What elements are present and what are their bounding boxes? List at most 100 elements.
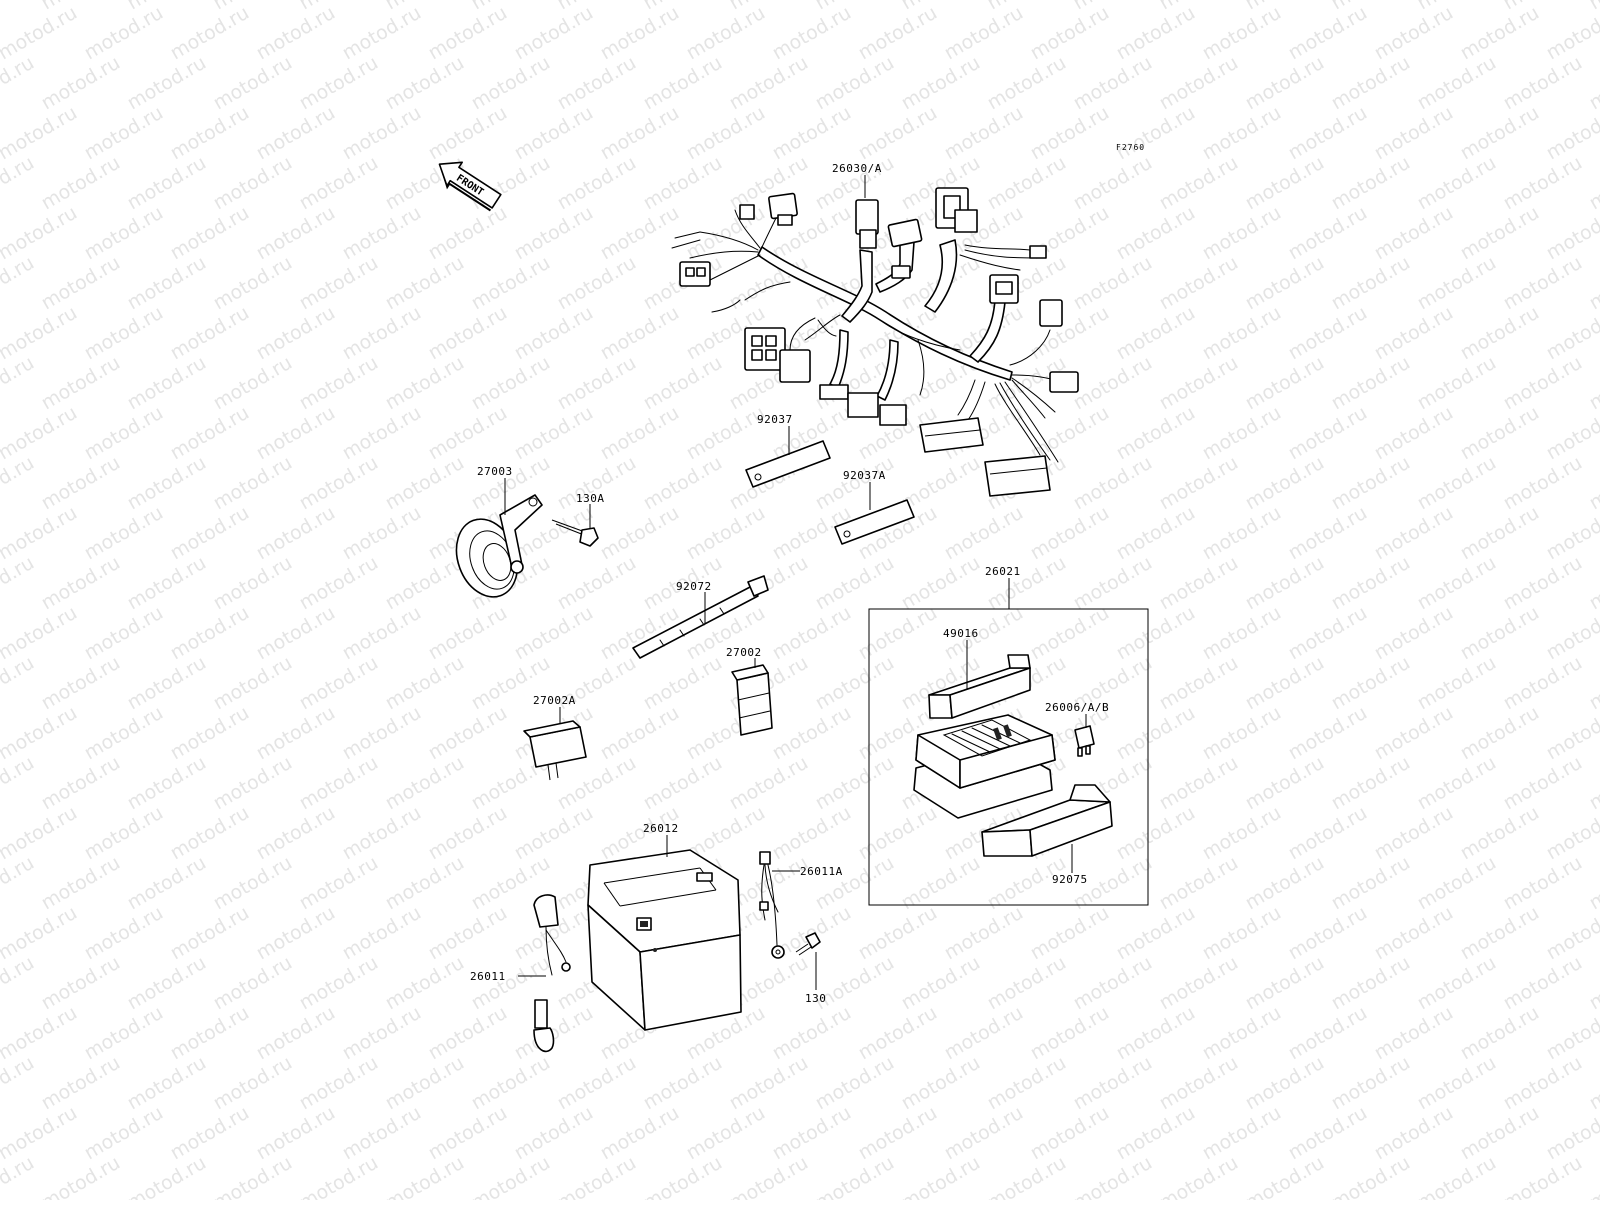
watermark-text: motod.ru xyxy=(640,652,726,715)
watermark-text: motod.ru xyxy=(296,752,382,815)
watermark-text: motod.ru xyxy=(1457,402,1543,465)
watermark-text: motod.ru xyxy=(1457,102,1543,165)
watermark-text: motod.ru xyxy=(1156,152,1242,215)
watermark-text: motod.ru xyxy=(468,352,554,415)
watermark-text: motod.ru xyxy=(726,1052,812,1115)
watermark-text: motod.ru xyxy=(1371,202,1457,265)
watermark-text: motod.ru xyxy=(1371,702,1457,765)
watermark-text: motod.ru xyxy=(339,602,425,665)
watermark-text: motod.ru xyxy=(1242,752,1328,815)
watermark-text: motod.ru xyxy=(1586,352,1600,415)
watermark-text: motod.ru xyxy=(511,1002,597,1065)
watermark-text: motod.ru xyxy=(210,52,296,115)
watermark-text: motod.ru xyxy=(511,302,597,365)
watermark-text: motod.ru xyxy=(1156,352,1242,415)
watermark-text: motod.ru xyxy=(1457,602,1543,665)
watermark-text: motod.ru xyxy=(296,252,382,315)
watermark-text: motod.ru xyxy=(1328,452,1414,515)
watermark-text: motod.ru xyxy=(1457,202,1543,265)
watermark-text: motod.ru xyxy=(0,702,81,765)
watermark-text: motod.ru xyxy=(769,702,855,765)
watermark-text: motod.ru xyxy=(339,1002,425,1065)
watermark-text: motod.ru xyxy=(425,702,511,765)
watermark-text: motod.ru xyxy=(296,852,382,915)
watermark-text: motod.ru xyxy=(1586,852,1600,915)
watermark-text: motod.ru xyxy=(1586,452,1600,515)
watermark-text: motod.ru xyxy=(382,352,468,415)
watermark-text: motod.ru xyxy=(1070,252,1156,315)
watermark-text: motod.ru xyxy=(554,1052,640,1115)
watermark-text: motod.ru xyxy=(941,1002,1027,1065)
watermark-text: motod.ru xyxy=(1371,402,1457,465)
watermark-text: motod.ru xyxy=(511,402,597,465)
watermark-text: motod.ru xyxy=(1242,1152,1328,1200)
watermark-text: motod.ru xyxy=(855,102,941,165)
watermark-text: motod.ru xyxy=(253,1102,339,1165)
watermark-text: motod.ru xyxy=(1586,552,1600,615)
watermark-text: motod.ru xyxy=(81,402,167,465)
watermark-text: motod.ru xyxy=(1242,852,1328,915)
watermark-text: motod.ru xyxy=(1156,952,1242,1015)
watermark-text: motod.ru xyxy=(81,2,167,65)
part-label-wiring-harness: 26030/A xyxy=(832,162,882,175)
watermark-text: motod.ru xyxy=(1242,552,1328,615)
part-label-band: 92072 xyxy=(676,580,712,593)
watermark-text: motod.ru xyxy=(1414,152,1500,215)
watermark-text: motod.ru xyxy=(898,952,984,1015)
watermark-text: motod.ru xyxy=(1328,252,1414,315)
watermark-text: motod.ru xyxy=(253,502,339,565)
watermark-text: motod.ru xyxy=(812,652,898,715)
watermark-text: motod.ru xyxy=(339,702,425,765)
watermark-text: motod.ru xyxy=(0,202,81,265)
watermark-text: motod.ru xyxy=(1586,0,1600,14)
watermark-text: motod.ru xyxy=(124,552,210,615)
watermark-text: motod.ru xyxy=(167,602,253,665)
watermark-text: motod.ru xyxy=(1027,2,1113,65)
watermark-text: motod.ru xyxy=(124,852,210,915)
watermark-text: motod.ru xyxy=(210,952,296,1015)
watermark-text: motod.ru xyxy=(1070,552,1156,615)
watermark-text: motod.ru xyxy=(1371,802,1457,865)
watermark-text: motod.ru xyxy=(167,302,253,365)
watermark-text: motod.ru xyxy=(38,752,124,815)
watermark-text: motod.ru xyxy=(1371,1002,1457,1065)
watermark-text: motod.ru xyxy=(1113,2,1199,65)
watermark-text: motod.ru xyxy=(1242,652,1328,715)
watermark-text: motod.ru xyxy=(124,52,210,115)
watermark-text: motod.ru xyxy=(124,752,210,815)
watermark-text: motod.ru xyxy=(382,1152,468,1200)
watermark-text: motod.ru xyxy=(1285,902,1371,965)
watermark-text: motod.ru xyxy=(1328,852,1414,915)
watermark-text: motod.ru xyxy=(253,1002,339,1065)
watermark-text: motod.ru xyxy=(296,552,382,615)
watermark-text: motod.ru xyxy=(511,1102,597,1165)
watermark-text: motod.ru xyxy=(210,352,296,415)
part-label-cover: 49016 xyxy=(943,627,979,640)
watermark-text: motod.ru xyxy=(296,652,382,715)
watermark-text: motod.ru xyxy=(898,52,984,115)
watermark-text: motod.ru xyxy=(1500,1152,1586,1200)
watermark-text: motod.ru xyxy=(425,402,511,465)
watermark-text: motod.ru xyxy=(1414,352,1500,415)
watermark-text: motod.ru xyxy=(339,2,425,65)
watermark-text: motod.ru xyxy=(1285,802,1371,865)
watermark-text: motod.ru xyxy=(167,402,253,465)
watermark-text: motod.ru xyxy=(339,502,425,565)
watermark-text: motod.ru xyxy=(210,652,296,715)
watermark-text: motod.ru xyxy=(1371,1102,1457,1165)
watermark-text: motod.ru xyxy=(855,1102,941,1165)
watermark-text: motod.ru xyxy=(38,52,124,115)
watermark-text: motod.ru xyxy=(0,602,81,665)
watermark-text: motod.ru xyxy=(898,1052,984,1115)
watermark-text: motod.ru xyxy=(683,102,769,165)
watermark-text: motod.ru xyxy=(1027,1002,1113,1065)
watermark-text: motod.ru xyxy=(382,652,468,715)
watermark-text: motod.ru xyxy=(812,1152,898,1200)
watermark-text: motod.ru xyxy=(124,952,210,1015)
watermark-text: motod.ru xyxy=(425,602,511,665)
watermark-text: motod.ru xyxy=(1156,252,1242,315)
watermark-text: motod.ru xyxy=(1500,752,1586,815)
watermark-text: motod.ru xyxy=(1457,802,1543,865)
watermark-text: motod.ru xyxy=(1371,602,1457,665)
